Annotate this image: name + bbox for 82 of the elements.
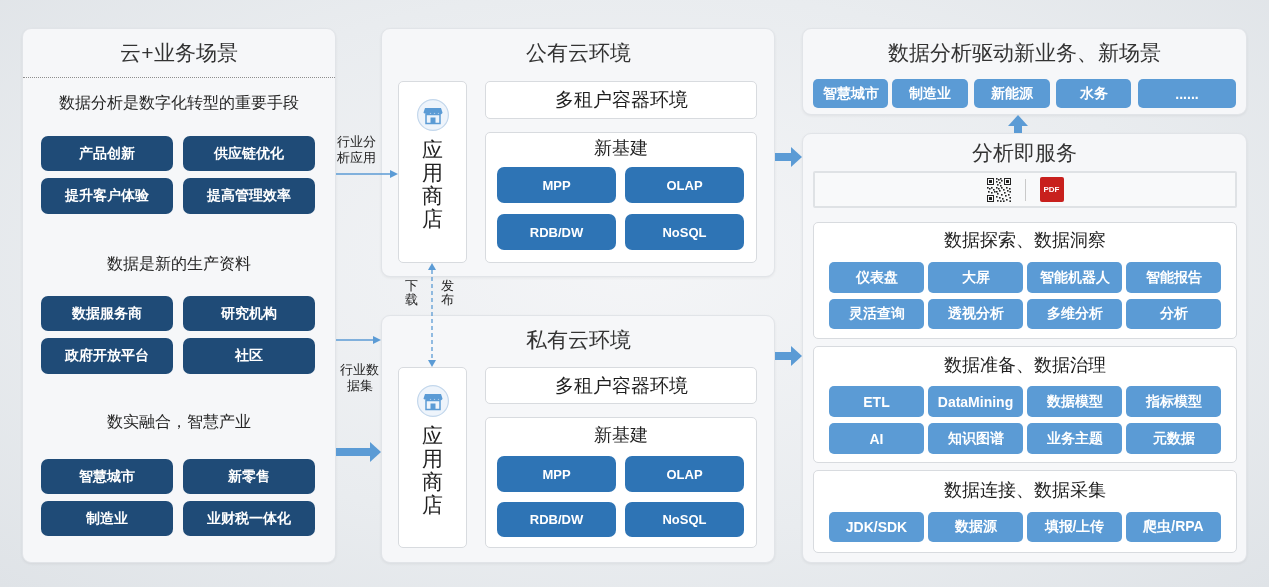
environment-banner: 多租户容器环境 [485, 367, 757, 404]
pdf-file-icon: PDF [1039, 177, 1064, 202]
scenario-item: 供应链优化 [183, 136, 315, 171]
service-panel [802, 133, 1247, 563]
scenario-item: 政府开放平台 [41, 338, 173, 374]
scenario-panel [22, 28, 336, 563]
scenario-item: 研究机构 [183, 296, 315, 331]
panel-title: 数据分析驱动新业务、新场景 [887, 40, 1162, 66]
capability-group [813, 470, 1237, 553]
capability-item: 透视分析 [928, 299, 1023, 329]
annotation-label: 发布 [441, 279, 454, 308]
scenario-item: 制造业 [41, 501, 173, 536]
section-heading: 数据分析是数字化转型的重要手段 [58, 93, 300, 113]
capability-item: 数据模型 [1027, 386, 1122, 417]
scenario-item: 新零售 [183, 459, 315, 494]
cloud-panel [381, 28, 775, 277]
capability-item: 大屏 [928, 262, 1023, 293]
capability-item: 灵活查询 [829, 299, 924, 329]
capability-item: 爬虫/RPA [1126, 512, 1221, 542]
capability-item: 智能报告 [1126, 262, 1221, 293]
edge-label: 下载 [405, 279, 418, 308]
scenario-item: 业财税一体化 [183, 501, 315, 536]
scenario-item: 社区 [183, 338, 315, 374]
capability-group [813, 346, 1237, 463]
cloud-panel [381, 315, 775, 563]
panel-title: 分析即服务 [971, 140, 1078, 166]
dashed-arrow [428, 263, 436, 367]
section-heading: 数实融合，智慧产业 [106, 412, 252, 432]
capability-item: ETL [829, 386, 924, 417]
group-title: 数据探索、数据洞察 [943, 229, 1107, 252]
vertical-title: 应用商店 [422, 138, 443, 231]
capability-item: 分析 [1126, 299, 1221, 329]
database-type: NoSQL [625, 214, 744, 250]
database-type: OLAP [625, 167, 744, 203]
group-title: 新基建 [593, 424, 649, 447]
scenario-item: 智慧城市 [41, 459, 173, 494]
panel-title: 公有云环境 [524, 40, 632, 66]
capability-item: JDK/SDK [829, 512, 924, 542]
capability-item: DataMining [928, 386, 1023, 417]
capability-item: 仪表盘 [829, 262, 924, 293]
group-title: 数据准备、数据治理 [943, 354, 1107, 377]
capability-item: 元数据 [1126, 423, 1221, 454]
app-store-panel [398, 81, 467, 263]
scenario-item: 产品创新 [41, 136, 173, 171]
edge-label: 行业数据集 [339, 362, 381, 394]
infrastructure-group [485, 417, 757, 548]
infrastructure-group [485, 132, 757, 263]
capability-group [813, 222, 1237, 339]
scenario-item: 提高管理效率 [183, 178, 315, 214]
group-title: 新基建 [593, 137, 649, 160]
industry-item: 智慧城市 [813, 79, 888, 108]
outcome-panel [802, 28, 1247, 115]
arrow [335, 336, 381, 344]
scenario-item: 数据服务商 [41, 296, 173, 331]
database-type: OLAP [625, 456, 744, 492]
capability-item: 多维分析 [1027, 299, 1122, 329]
edge-label: 行业分析应用 [336, 134, 378, 166]
capability-item: 知识图谱 [928, 423, 1023, 454]
arrow [335, 170, 398, 178]
capability-item: 业务主题 [1027, 423, 1122, 454]
industry-item: 水务 [1056, 79, 1131, 108]
panel-title: 私有云环境 [524, 327, 632, 353]
database-type: RDB/DW [497, 502, 616, 537]
app-store-panel [398, 367, 467, 548]
database-type: MPP [497, 167, 616, 203]
industry-item: ...... [1138, 79, 1236, 108]
scenario-item: 提升客户体验 [41, 178, 173, 214]
panel-title: 云+业务场景 [119, 40, 239, 66]
environment-banner: 多租户容器环境 [485, 81, 757, 119]
capability-item: 智能机器人 [1027, 262, 1122, 293]
section-heading: 数据是新的生产资料 [106, 254, 252, 274]
database-type: NoSQL [625, 502, 744, 537]
capability-item: 指标模型 [1126, 386, 1221, 417]
vertical-title: 应用商店 [422, 424, 443, 517]
database-type: RDB/DW [497, 214, 616, 250]
capability-item: 填报/上传 [1027, 512, 1122, 542]
group-title: 数据连接、数据采集 [943, 479, 1107, 502]
industry-item: 新能源 [974, 79, 1050, 108]
capability-item: 数据源 [928, 512, 1023, 542]
capability-item: AI [829, 423, 924, 454]
industry-item: 制造业 [892, 79, 968, 108]
database-type: MPP [497, 456, 616, 492]
